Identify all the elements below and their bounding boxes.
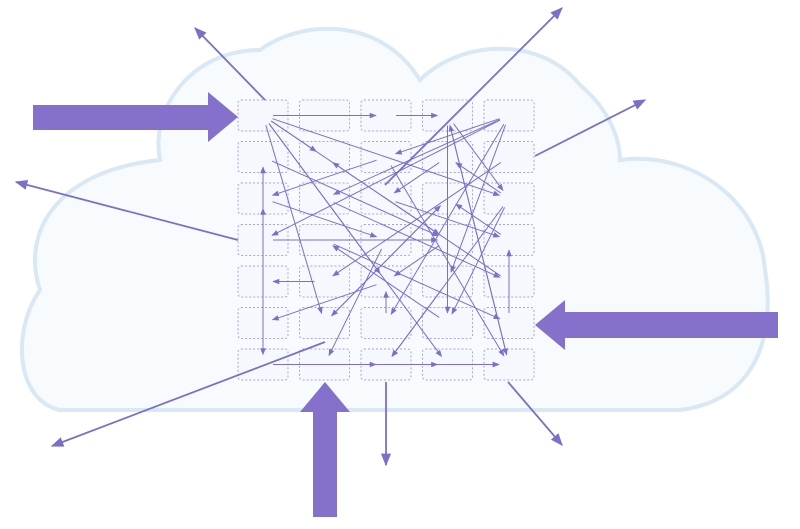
grid-node (483, 99, 535, 132)
connection-arrow (450, 124, 506, 273)
output-arrow-top-right-upper (384, 7, 563, 186)
output-arrow-bottom-left (50, 341, 326, 447)
grid-node (299, 307, 350, 339)
output-arrow-left (14, 179, 239, 241)
connection-arrow (265, 124, 323, 315)
connection-arrow (332, 162, 501, 277)
internal-connections (260, 112, 512, 368)
output-arrow-bottom-right (507, 381, 563, 446)
connection-arrow (272, 118, 501, 196)
connection-arrow (271, 160, 440, 237)
output-arrows (14, 7, 647, 467)
input-arrow-right (535, 300, 778, 350)
input-arrows (33, 92, 778, 517)
connection-arrow (272, 201, 378, 238)
connection-arrow (393, 162, 440, 194)
output-arrow-top-right (534, 99, 647, 157)
grid-node (483, 348, 535, 381)
connection-arrow (393, 245, 440, 277)
connection-arrow (453, 123, 504, 192)
connection-arrow (328, 248, 383, 357)
connection-arrow (395, 201, 501, 238)
input-arrow-left (33, 92, 238, 142)
connection-arrow (455, 203, 501, 235)
input-arrow-bottom (300, 382, 350, 517)
connection-arrow (391, 289, 442, 358)
connection-arrow (331, 205, 441, 317)
output-arrow-top-left (194, 27, 266, 101)
connection-arrow (271, 284, 377, 321)
connection-arrow (271, 159, 377, 196)
grid-node (483, 182, 535, 215)
connection-arrow (333, 243, 501, 320)
connection-arrow (448, 124, 508, 355)
grid-node (483, 141, 535, 173)
connection-arrow (455, 162, 501, 194)
connection-arrow (332, 245, 440, 318)
connection-arrow (271, 119, 501, 236)
connection-arrow (390, 165, 505, 357)
